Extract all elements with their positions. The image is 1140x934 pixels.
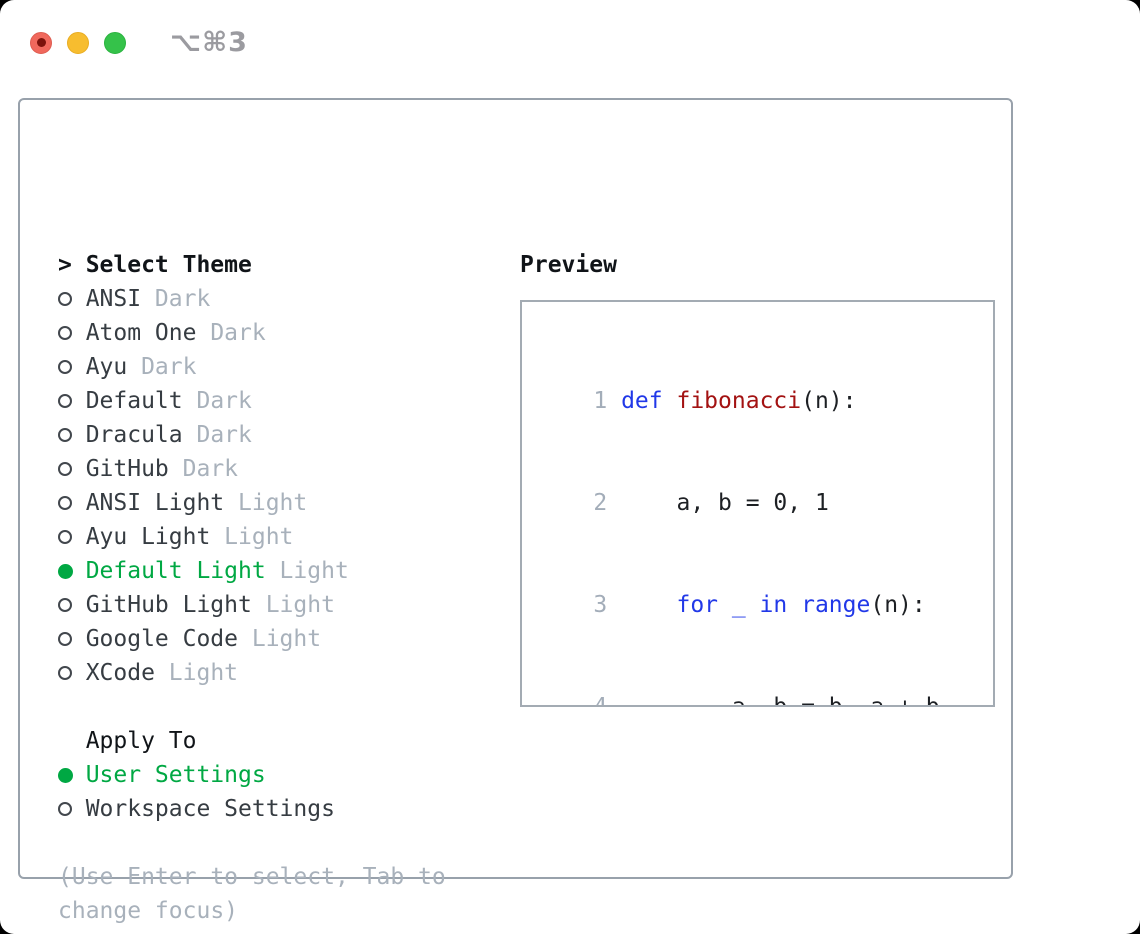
line-number: 4 [593, 694, 608, 707]
theme-option-variant: Light [154, 660, 239, 686]
apply-to-title: Apply To [85, 728, 197, 754]
radio-icon [58, 666, 72, 680]
theme-option[interactable]: GitHub Light Light [58, 588, 460, 622]
theme-option[interactable]: ANSI Light Light [58, 486, 460, 520]
theme-option-name: Atom One [85, 320, 197, 346]
theme-option-name: GitHub Light [85, 592, 252, 618]
line-number: 1 [593, 388, 608, 414]
radio-icon [58, 462, 72, 476]
theme-option[interactable]: Default Light Light [58, 554, 460, 588]
theme-option-name: Ayu [85, 354, 128, 380]
help-text: (Use Enter to select, Tab to change focu… [58, 864, 446, 924]
line-number: 2 [593, 490, 608, 516]
radio-icon [58, 598, 72, 612]
theme-option-name: XCode [85, 660, 155, 686]
theme-option[interactable]: Dracula Dark [58, 418, 460, 452]
theme-option-name: Google Code [85, 626, 239, 652]
radio-selected-icon [58, 563, 73, 579]
theme-list-title: Select Theme [85, 252, 252, 278]
code-line: 4 a, b = b, a + b [538, 656, 993, 707]
theme-option-name: Default Light [85, 558, 266, 584]
radio-icon [58, 428, 72, 442]
theme-option-variant: Light [224, 490, 308, 516]
theme-option-variant: Dark [182, 388, 252, 414]
radio-icon [58, 632, 72, 646]
code-segment-pl: (n): [870, 592, 926, 618]
theme-option[interactable]: Default Dark [58, 384, 460, 418]
theme-option-variant: Light [265, 558, 349, 584]
cursor-icon: > [58, 252, 72, 278]
zoom-button[interactable] [104, 31, 126, 54]
code-line: 3 for _ in range(n): [538, 554, 993, 656]
keyboard-shortcut-label: ⌥⌘3 [170, 27, 248, 58]
close-button[interactable] [30, 31, 52, 54]
line-number: 3 [593, 592, 608, 618]
code-segment-pl: (n): [801, 388, 857, 414]
radio-icon [58, 802, 72, 816]
theme-list-header: > Select Theme [58, 248, 460, 282]
apply-to-option[interactable]: Workspace Settings [58, 792, 460, 826]
theme-option-variant: Light [210, 524, 294, 550]
theme-option-name: Workspace Settings [85, 796, 335, 822]
theme-option-name: Default [85, 388, 183, 414]
code-segment-kw: for _ in range [676, 592, 871, 618]
theme-option-variant: Dark [182, 422, 252, 448]
theme-option[interactable]: Atom One Dark [58, 316, 460, 350]
theme-option[interactable]: XCode Light [58, 656, 460, 690]
theme-option-variant: Light [238, 626, 322, 652]
apply-to-header: Apply To [58, 724, 460, 758]
theme-option-name: GitHub [85, 456, 169, 482]
radio-icon [58, 530, 72, 544]
theme-option-name: User Settings [85, 762, 266, 788]
theme-option-name: Dracula [85, 422, 183, 448]
code-segment-pl: a, b = 0, 1 [621, 490, 829, 516]
apply-to-option[interactable]: User Settings [58, 758, 460, 792]
code-segment-pl [621, 592, 676, 618]
radio-selected-icon [58, 767, 73, 783]
spacer-row [58, 690, 460, 724]
theme-list: > Select Theme ANSI Dark Atom One Dark A… [58, 248, 460, 928]
theme-option[interactable]: Google Code Light [58, 622, 460, 656]
radio-icon [58, 360, 72, 374]
close-dot-icon [36, 38, 46, 47]
preview-title: Preview [520, 252, 617, 278]
theme-option-variant: Dark [168, 456, 239, 482]
code-segment-pl [663, 388, 677, 414]
theme-option-variant: Dark [141, 286, 211, 312]
code-line: 2 a, b = 0, 1 [538, 452, 993, 554]
code-segment-kw: def [621, 388, 663, 414]
theme-option-name: ANSI [85, 286, 142, 312]
code-line: 1 def fibonacci(n): [538, 350, 993, 452]
theme-option[interactable]: GitHub Dark [58, 452, 460, 486]
theme-option[interactable]: Ayu Dark [58, 350, 460, 384]
theme-option[interactable]: Ayu Light Light [58, 520, 460, 554]
theme-option-name: ANSI Light [85, 490, 225, 516]
radio-icon [58, 326, 72, 340]
radio-icon [58, 292, 72, 306]
code-segment-pl: a, b = b, a + b [621, 694, 940, 707]
minimize-button[interactable] [67, 31, 89, 54]
theme-option-variant: Dark [127, 354, 197, 380]
code-segment-fn: fibonacci [676, 388, 802, 414]
theme-option-name: Ayu Light [85, 524, 211, 550]
theme-selector-panel: > Select Theme ANSI Dark Atom One Dark A… [18, 98, 1013, 924]
radio-icon [58, 394, 72, 408]
theme-option-variant: Dark [196, 320, 266, 346]
titlebar: ⌥⌘3 [30, 27, 248, 58]
theme-option-variant: Light [251, 592, 335, 618]
theme-option[interactable]: ANSI Dark [58, 282, 460, 316]
radio-icon [58, 496, 72, 510]
